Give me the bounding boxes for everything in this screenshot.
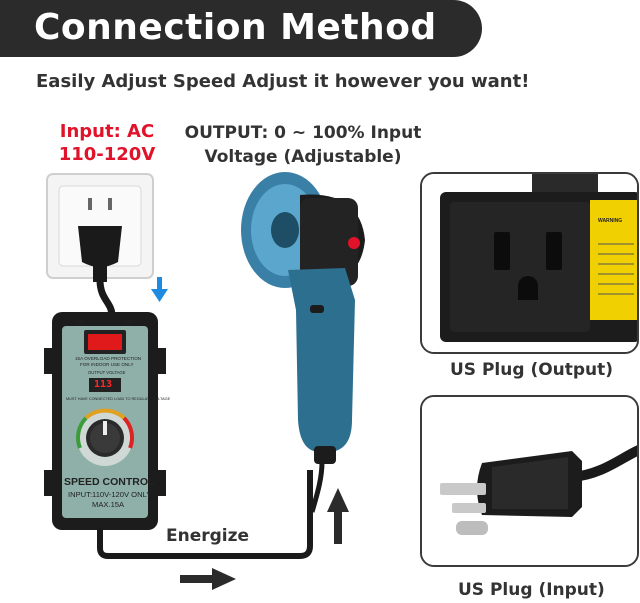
- warning-label: WARNING: [598, 218, 623, 224]
- caption-us-plug-output: US Plug (Output): [450, 360, 614, 380]
- us-plug-image: [422, 397, 637, 565]
- title-bar: Connection Method: [0, 0, 482, 57]
- speed-control-label: SPEED CONTROL: [64, 476, 155, 488]
- switch-off-label: OFF: [124, 320, 134, 326]
- subtitle: Easily Adjust Speed Adjust it however yo…: [36, 71, 530, 92]
- voltage-display: 113: [94, 379, 113, 390]
- blue-down-arrow: [151, 277, 168, 302]
- energize-label: Energize: [166, 526, 250, 546]
- speed-controller: [44, 312, 313, 559]
- up-arrow: [327, 488, 349, 544]
- input-rating-label: INPUT:110V-120V ONLY: [68, 490, 152, 499]
- output-label-line-2: Voltage (Adjustable): [204, 147, 402, 167]
- input-label: Input: AC 110-120V: [48, 120, 166, 166]
- us-outlet-panel: WARNING: [420, 172, 639, 354]
- caption-us-plug-input: US Plug (Input): [458, 580, 605, 600]
- page-title: Connection Method: [34, 7, 437, 48]
- switch-on-label: ON: [76, 320, 84, 326]
- must-have-load-label: MUST HAVE CONNECTED LOAD TO REGULATE VOL…: [66, 397, 171, 401]
- us-plug-panel: [420, 395, 639, 567]
- protection-label-1: 15A OVERLOAD PROTECTION: [75, 356, 142, 361]
- output-label-line-1: OUTPUT: 0 ~ 100% Input: [184, 123, 422, 143]
- protection-label-2: FOR INDOOR USE ONLY: [80, 362, 134, 367]
- angle-grinder: [241, 172, 365, 513]
- input-label-line-2: 110-120V: [58, 144, 156, 165]
- input-label-line-1: Input: AC: [59, 121, 155, 142]
- output-voltage-label: OUTPUT VOLTAGE: [88, 370, 126, 375]
- energize-arrow: [180, 568, 236, 590]
- us-outlet-image: [422, 174, 637, 352]
- max-current-label: MAX.15A: [92, 500, 125, 509]
- output-label: OUTPUT: 0 ~ 100% Input Voltage (Adjustab…: [178, 121, 428, 169]
